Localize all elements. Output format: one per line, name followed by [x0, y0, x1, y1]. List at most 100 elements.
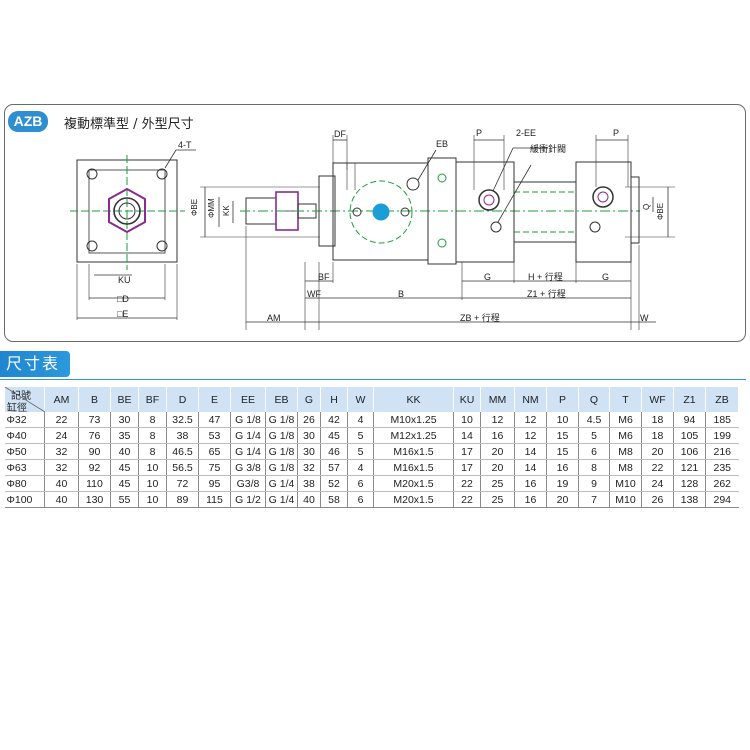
table-cell: 9 [578, 475, 610, 492]
piston-mark-icon [372, 203, 390, 221]
table-cell: 216 [705, 443, 739, 460]
table-cell: 32 [44, 459, 79, 476]
bolt-hole-icon [352, 207, 362, 217]
column-header: NM [514, 387, 547, 412]
table-cell: 40 [44, 475, 79, 492]
table-cell: 26 [297, 412, 321, 428]
table-cell: M10x1.25 [373, 412, 454, 428]
side-view: ΦBE ΦMM KK EB DF [190, 128, 675, 330]
table-cell: 16 [546, 459, 579, 476]
table-cell: 55 [110, 491, 139, 508]
table-cell: 185 [705, 412, 739, 428]
column-header: BE [110, 387, 139, 412]
port-ee-left-icon [478, 189, 500, 211]
mount-hole-icon [156, 168, 168, 180]
table-cell: 40 [44, 491, 79, 508]
table-cell: 14 [514, 459, 547, 476]
label-cushion-valve: 緩衝針閥 [530, 143, 566, 154]
column-header: MM [480, 387, 515, 412]
table-cell: 17 [453, 459, 481, 476]
table-cell: M16x1.5 [373, 443, 454, 460]
corner-label-bore: 缸徑 [7, 403, 27, 414]
table-corner-cell: 記號 缸徑 [4, 387, 45, 414]
label-g-right: G [602, 272, 609, 282]
table-cell: 30 [297, 427, 321, 444]
drawing-frame [4, 104, 746, 342]
label-p-right: P [613, 128, 619, 138]
table-cell: 32.5 [166, 412, 199, 428]
table-cell: 20 [546, 491, 579, 508]
table-cell: 15 [546, 427, 579, 444]
table-cell: M16x1.5 [373, 459, 454, 476]
table-cell: 105 [673, 427, 706, 444]
label-4-t: 4-T [178, 140, 192, 150]
table-cell: G 1/8 [265, 443, 298, 460]
table-cell: 14 [453, 427, 481, 444]
corner-label-symbol: 記號 [11, 391, 31, 402]
rod-nut-icon [108, 187, 146, 234]
table-cell: 57 [320, 459, 348, 476]
table-cell: 16 [514, 491, 547, 508]
table-cell: 6 [347, 475, 374, 492]
table-cell: 138 [673, 491, 706, 508]
cushion-needle-icon [490, 221, 502, 233]
table-cell: 5 [347, 443, 374, 460]
table-cell: G 1/2 [230, 491, 266, 508]
table-cell: M20x1.5 [373, 491, 454, 508]
table-cell: G3/8 [230, 475, 266, 492]
table-cell: 235 [705, 459, 739, 476]
port-ee-right-icon [592, 186, 614, 208]
column-header: P [546, 387, 579, 412]
table-cell: 38 [166, 427, 199, 444]
table-cell: M8 [609, 459, 642, 476]
table-cell: 32 [297, 459, 321, 476]
table-cell: G 1/8 [265, 412, 298, 428]
table-cell: M10 [609, 491, 642, 508]
table-cell: 47 [198, 412, 231, 428]
table-cell: 32 [44, 443, 79, 460]
column-header: T [609, 387, 642, 412]
table-cell: 22 [453, 475, 481, 492]
table-cell: 10 [138, 491, 167, 508]
table-cell: 110 [78, 475, 111, 492]
table-cell: 30 [110, 412, 139, 428]
table-cell: 20 [480, 459, 515, 476]
column-header: WF [641, 387, 674, 412]
label-wf: WF [307, 289, 321, 299]
column-header: Q [578, 387, 610, 412]
column-header: EE [230, 387, 266, 412]
column-header: EB [265, 387, 298, 412]
table-cell: M12x1.25 [373, 427, 454, 444]
label-w: W [640, 313, 649, 323]
end-view: 4-T KU □D □E [70, 140, 196, 320]
label-eb: EB [436, 139, 448, 149]
table-cell: 17 [453, 443, 481, 460]
table-cell: 45 [320, 427, 348, 444]
table-cell: 16 [514, 475, 547, 492]
table-cell: 199 [705, 427, 739, 444]
end-cap [575, 161, 632, 263]
table-cell: M6 [609, 427, 642, 444]
table-cell: 8 [138, 427, 167, 444]
label-b: B [398, 289, 404, 299]
table-cell: 73 [78, 412, 111, 428]
rear-head [455, 161, 515, 263]
table-cell: G 1/8 [265, 427, 298, 444]
table-cell: 5 [347, 427, 374, 444]
table-cell: 52 [320, 475, 348, 492]
table-cell: 72 [166, 475, 199, 492]
table-cell: 6 [578, 443, 610, 460]
table-cell: 90 [78, 443, 111, 460]
bolt-circle [349, 180, 413, 244]
rod-end-icon [113, 197, 141, 225]
table-cell: G 1/4 [265, 491, 298, 508]
column-header: H [320, 387, 348, 412]
cushion-needle-icon [589, 221, 601, 233]
column-header: ZB [705, 387, 739, 412]
cylinder-drawing: 4-T KU □D □E ΦBE ΦMM KK [70, 128, 675, 330]
